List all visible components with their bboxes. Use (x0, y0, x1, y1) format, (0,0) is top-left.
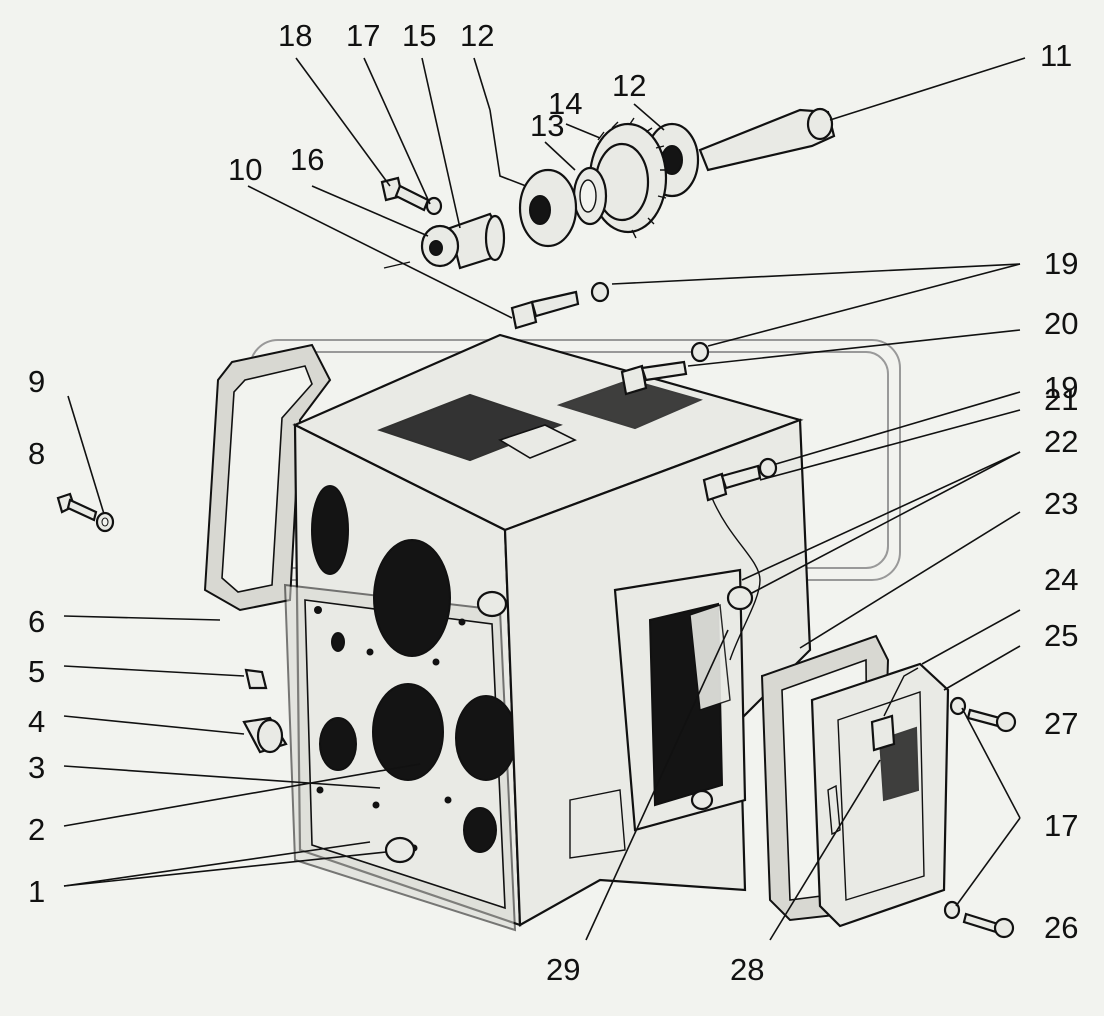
label-8: 8 (28, 436, 45, 471)
label-25: 25 (1044, 618, 1078, 653)
label-6: 6 (28, 604, 45, 639)
label-21: 21 (1044, 382, 1078, 417)
washer-19-b (690, 341, 710, 363)
label-28: 28 (730, 952, 764, 987)
plug-5 (244, 668, 268, 690)
label-3: 3 (28, 750, 45, 785)
label-11: 11 (1040, 38, 1072, 73)
label-10: 10 (228, 152, 262, 187)
label-14: 14 (548, 86, 582, 121)
label-22: 22 (1044, 424, 1078, 459)
washer-17-b (949, 696, 967, 716)
sensor (870, 714, 896, 752)
label-15: 15 (402, 18, 436, 53)
label-5: 5 (28, 654, 45, 689)
label-12-top: 12 (460, 18, 494, 53)
bore-upper (373, 539, 451, 657)
side-cover-assembly (760, 634, 1017, 939)
bolt-18 (380, 176, 430, 212)
label-29: 29 (546, 952, 580, 987)
washer-17 (425, 196, 443, 216)
label-26: 26 (1044, 910, 1078, 945)
plug-1 (384, 836, 416, 864)
callout-labels: 18 17 15 12 11 14 12 13 10 16 19 20 19 2… (28, 18, 1078, 987)
label-9: 9 (28, 364, 45, 399)
label-19-top: 19 (1044, 246, 1078, 281)
bolt-26 (962, 912, 1015, 939)
washer-19-c (758, 457, 778, 479)
label-4: 4 (28, 704, 45, 739)
bolt-21 (702, 464, 762, 502)
bore-right (455, 695, 517, 781)
bolt-8 (56, 492, 98, 522)
bolt-10 (510, 290, 580, 330)
bore-lower-left (319, 717, 357, 771)
label-13: 13 (530, 108, 564, 143)
label-2: 2 (28, 812, 45, 847)
gear-14 (588, 117, 668, 239)
leader-lines (63, 57, 1026, 941)
shaft-assembly (380, 107, 836, 270)
label-27: 27 (1044, 706, 1078, 741)
washer-19-a (590, 281, 610, 303)
label-18: 18 (278, 18, 312, 53)
label-12-gear: 12 (612, 68, 646, 103)
gearbox-housing (203, 333, 812, 932)
label-16: 16 (290, 142, 324, 177)
bore-center (372, 683, 444, 781)
label-24: 24 (1044, 562, 1078, 597)
label-1: 1 (28, 874, 45, 909)
label-17-top: 17 (346, 18, 380, 53)
shaft-11 (698, 108, 836, 172)
bolt-27 (966, 708, 1017, 733)
bolt-20 (620, 360, 688, 396)
washer-17-c (943, 900, 961, 920)
label-23: 23 (1044, 486, 1078, 521)
bore-lower-right (463, 807, 497, 853)
label-20: 20 (1044, 306, 1078, 341)
fitting-4 (242, 716, 288, 754)
label-17-bottom: 17 (1044, 808, 1078, 843)
fasteners (56, 281, 778, 864)
label-19-mid: 19 (1044, 370, 1078, 405)
